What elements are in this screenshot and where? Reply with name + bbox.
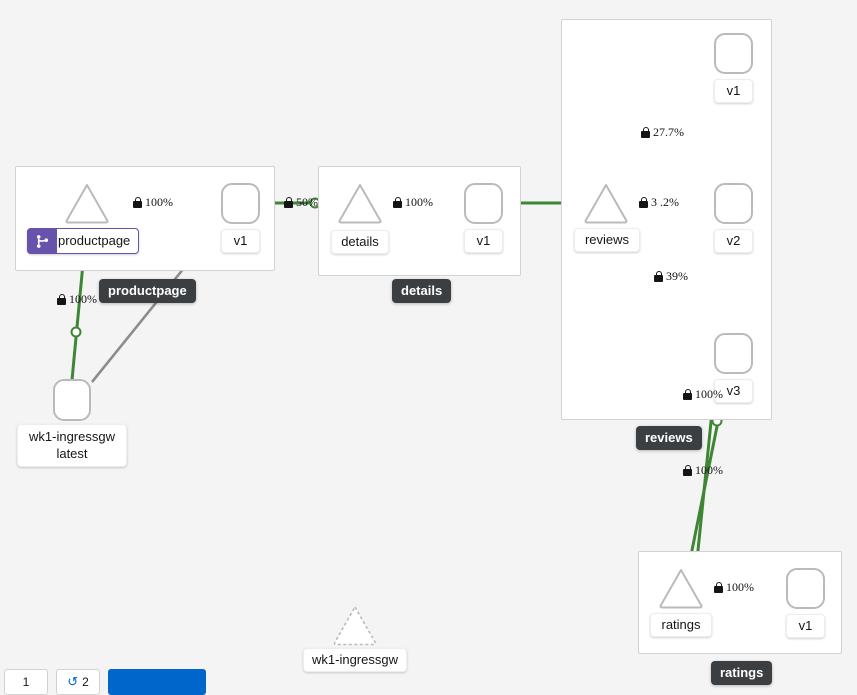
cluster-tag-text: details (401, 283, 443, 298)
service-triangle-icon (584, 184, 628, 224)
node-reviews-v1[interactable] (714, 33, 753, 74)
node-ratings-v1[interactable] (786, 568, 825, 609)
primary-action-button[interactable] (108, 669, 206, 695)
node-ratings-service[interactable] (658, 567, 704, 609)
node-label-details-v1[interactable]: v1 (464, 229, 503, 253)
workload-shape (786, 568, 825, 609)
node-label-text: reviews (584, 232, 630, 247)
workload-shape (464, 183, 503, 224)
node-productpage-service[interactable] (64, 182, 110, 224)
node-label-ratings-service[interactable]: ratings (650, 613, 712, 637)
node-label-reviews-v2[interactable]: v2 (714, 229, 753, 253)
node-label-wk1-ingressgw-service[interactable]: wk1-ingressgw (303, 648, 407, 672)
node-label-productpage-service[interactable]: productpage (27, 228, 140, 254)
service-triangle-icon (338, 184, 382, 224)
cluster-tag-details[interactable]: details (392, 279, 452, 303)
fit-chip-text: 2 (82, 675, 89, 689)
node-label-ratings-v1[interactable]: v1 (786, 614, 825, 638)
node-label-text: wk1-ingressgw (312, 652, 398, 667)
node-label-text: v1 (476, 233, 491, 248)
node-label-text: details (341, 234, 379, 249)
graph-toolbar[interactable]: 1 ↺ 2 (0, 669, 206, 695)
node-label-text: v1 (233, 233, 248, 248)
workload-shape (53, 379, 91, 421)
node-label-text: v1 (798, 618, 813, 633)
node-wk1-ingressgw-service[interactable] (332, 604, 378, 646)
node-details-v1[interactable] (464, 183, 503, 224)
workload-shape (714, 33, 753, 74)
cluster-tag-ratings[interactable]: ratings (711, 661, 773, 685)
node-label-text: productpage (58, 233, 131, 248)
node-label-wk1-ingressgw-workload[interactable]: wk1-ingressgw latest (17, 424, 127, 467)
node-details-service[interactable] (337, 182, 383, 224)
node-label-text: v3 (726, 383, 741, 398)
service-triangle-icon (65, 184, 109, 224)
cluster-tag-text: reviews (645, 430, 693, 445)
node-reviews-v3[interactable] (714, 333, 753, 374)
workload-shape (714, 183, 753, 224)
cluster-tag-text: ratings (720, 665, 764, 680)
node-reviews-v2[interactable] (714, 183, 753, 224)
link-icon: ↺ (67, 674, 79, 689)
traffic-shifting-icon (27, 228, 57, 254)
node-label-text: v1 (726, 83, 741, 98)
workload-shape (221, 183, 260, 224)
fit-to-screen-chip[interactable]: ↺ 2 (56, 669, 100, 695)
workload-shape (714, 333, 753, 374)
node-label-reviews-v1[interactable]: v1 (714, 79, 753, 103)
node-label-reviews-service[interactable]: reviews (574, 228, 640, 252)
zoom-level-text: 1 (22, 675, 30, 689)
node-label-line2: latest (56, 446, 88, 461)
service-triangle-icon (659, 569, 703, 609)
node-label-details-service[interactable]: details (331, 230, 389, 254)
cluster-tag-text: productpage (108, 283, 187, 298)
zoom-level-chip[interactable]: 1 (4, 669, 48, 695)
node-reviews-service[interactable] (583, 182, 629, 224)
cluster-tag-productpage[interactable]: productpage (99, 279, 196, 303)
node-label-line1: wk1-ingressgw (29, 429, 115, 444)
node-label-reviews-v3[interactable]: v3 (714, 379, 753, 403)
node-wk1-ingressgw-workload[interactable] (53, 379, 91, 421)
node-label-productpage-v1[interactable]: v1 (221, 229, 260, 253)
node-productpage-v1[interactable] (221, 183, 260, 224)
node-label-text: v2 (726, 233, 741, 248)
node-label-text: ratings (661, 617, 701, 632)
service-triangle-idle-icon (333, 606, 377, 646)
cluster-tag-reviews[interactable]: reviews (636, 426, 702, 450)
